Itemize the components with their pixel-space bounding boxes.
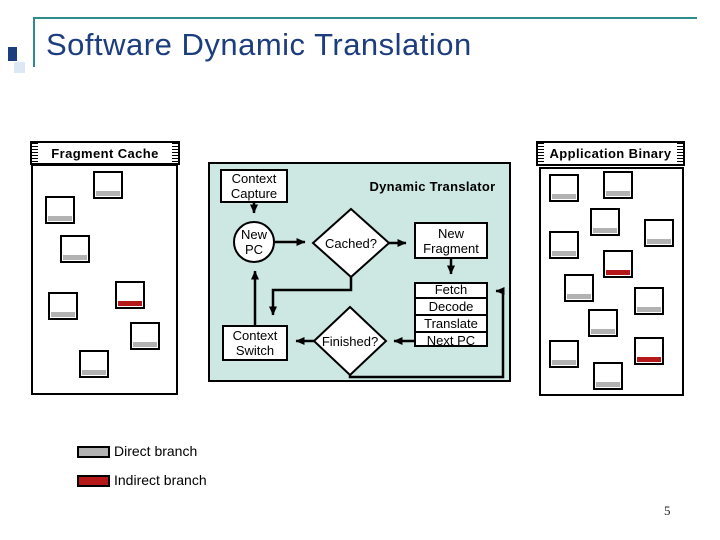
finished-diamond	[312, 305, 388, 377]
direct-branch-bar	[606, 191, 630, 196]
memory-block	[549, 231, 579, 259]
direct-branch-bar	[567, 294, 591, 299]
node-label: Fragment	[423, 240, 479, 256]
memory-block	[549, 174, 579, 202]
memory-block	[115, 281, 145, 309]
legend-swatch-indirect	[77, 475, 110, 487]
node-label: Capture	[230, 186, 278, 201]
direct-branch-bar	[596, 382, 620, 387]
node-fetch-sequence: Fetch Decode Translate Next PC	[414, 281, 488, 348]
memory-block	[590, 208, 620, 236]
application-binary-label: Application Binary	[549, 146, 672, 161]
fetch-step: Next PC	[416, 330, 486, 348]
translator-panel: Dynamic Translator Context Capture New P…	[208, 162, 511, 382]
node-new-pc: New PC	[233, 221, 275, 263]
node-finished-label: Finished?	[321, 333, 379, 349]
memory-block	[79, 350, 109, 378]
cached-diamond	[311, 207, 391, 279]
hatch-edge	[538, 143, 544, 164]
node-cached-label: Cached?	[324, 235, 378, 251]
memory-block	[603, 171, 633, 199]
hatch-edge	[32, 143, 38, 163]
memory-block	[93, 171, 123, 199]
node-label: PC	[244, 242, 264, 257]
accent-line-top	[33, 17, 697, 19]
flow-arrows	[250, 203, 505, 379]
direct-branch-bar	[48, 216, 72, 221]
direct-branch-bar	[647, 239, 671, 244]
fragment-cache-header: Fragment Cache	[30, 141, 180, 165]
memory-block	[603, 250, 633, 278]
accent-square-light	[14, 62, 25, 73]
direct-branch-bar	[82, 370, 106, 375]
application-binary-header: Application Binary	[536, 141, 685, 166]
indirect-branch-bar	[606, 270, 630, 275]
direct-branch-bar	[637, 307, 661, 312]
fragment-cache-body	[31, 164, 178, 395]
slide-title: Software Dynamic Translation	[46, 27, 472, 62]
memory-block	[564, 274, 594, 302]
node-context-capture: Context Capture	[220, 169, 288, 203]
direct-branch-bar	[593, 228, 617, 233]
memory-block	[644, 219, 674, 247]
hatch-edge	[172, 143, 178, 163]
legend-label-direct: Direct branch	[114, 443, 198, 459]
fragment-cache-label: Fragment Cache	[51, 145, 159, 161]
indirect-branch-bar	[118, 301, 142, 306]
direct-branch-bar	[591, 329, 615, 334]
direct-branch-bar	[63, 255, 87, 260]
direct-branch-bar	[133, 342, 157, 347]
direct-branch-bar	[552, 194, 576, 199]
node-label: New	[437, 225, 464, 241]
direct-branch-bar	[552, 251, 576, 256]
memory-block	[60, 235, 90, 263]
translator-title: Dynamic Translator	[369, 179, 496, 194]
memory-block	[634, 337, 664, 365]
node-context-switch: Context Switch	[222, 325, 288, 361]
hatch-edge	[677, 143, 683, 164]
memory-block	[593, 362, 623, 390]
fetch-step: Fetch	[434, 281, 468, 297]
direct-branch-bar	[552, 360, 576, 365]
node-label: Switch	[235, 343, 275, 358]
memory-block	[45, 196, 75, 224]
legend-swatch-direct	[77, 446, 110, 458]
node-label: New	[240, 227, 267, 242]
page-number: 5	[664, 503, 671, 518]
node-label: Context	[231, 171, 277, 186]
accent-square-navy	[8, 47, 17, 61]
node-new-fragment: New Fragment	[414, 222, 488, 259]
memory-block	[48, 292, 78, 320]
memory-block	[588, 309, 618, 337]
legend-label-indirect: Indirect branch	[114, 472, 207, 488]
application-binary-body	[539, 167, 684, 396]
accent-line-left	[33, 17, 35, 67]
memory-block	[634, 287, 664, 315]
memory-block	[130, 322, 160, 350]
indirect-branch-bar	[637, 357, 661, 362]
fetch-step: Translate	[416, 313, 486, 331]
memory-block	[549, 340, 579, 368]
direct-branch-bar	[51, 312, 75, 317]
node-label: Context	[232, 328, 278, 343]
direct-branch-bar	[96, 191, 120, 196]
fetch-step: Decode	[416, 296, 486, 314]
